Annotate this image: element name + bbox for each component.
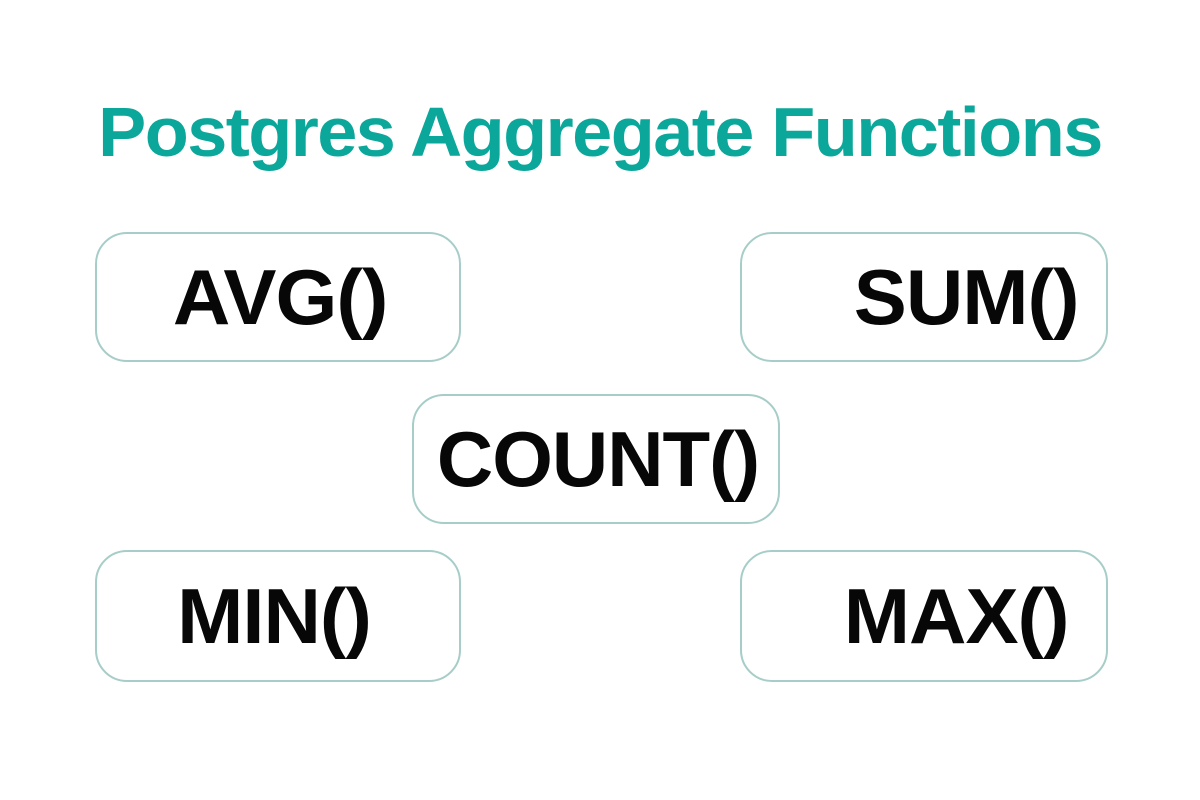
function-card-count[interactable]: COUNT() xyxy=(412,394,780,524)
function-card-avg-label: AVG() xyxy=(172,253,388,341)
function-card-sum-label: SUM() xyxy=(853,253,1080,341)
function-card-max-label: MAX() xyxy=(843,572,1070,660)
function-card-count-label: COUNT() xyxy=(436,415,760,503)
function-card-min-label: MIN() xyxy=(177,572,372,660)
function-card-sum[interactable]: SUM() xyxy=(740,232,1108,362)
page-title: Postgres Aggregate Functions xyxy=(98,93,1103,171)
function-card-min[interactable]: MIN() xyxy=(95,550,461,682)
function-card-max[interactable]: MAX() xyxy=(740,550,1108,682)
function-card-avg[interactable]: AVG() xyxy=(95,232,461,362)
